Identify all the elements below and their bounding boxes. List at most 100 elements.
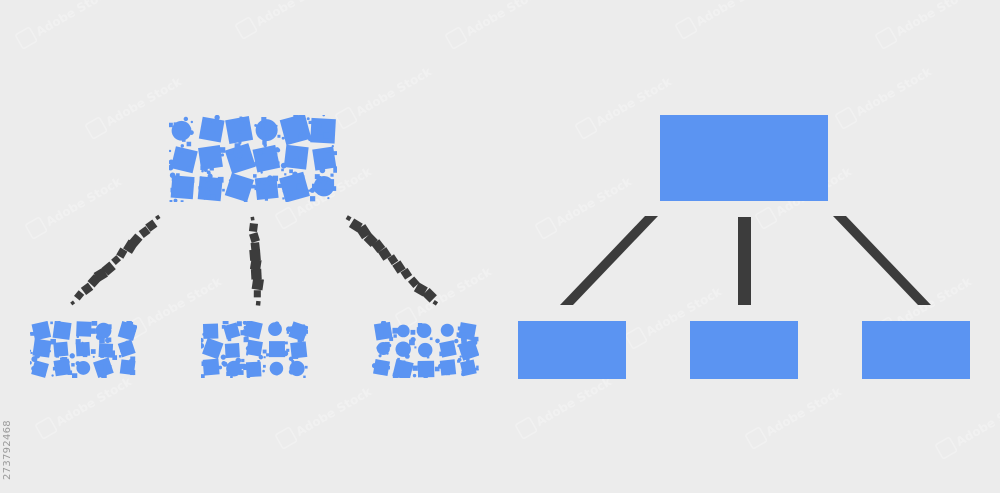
mosaic-dot xyxy=(227,337,232,342)
mosaic-square xyxy=(223,322,241,340)
mosaic-dot xyxy=(226,371,231,377)
mosaic-dot xyxy=(209,120,212,123)
mosaic-dot xyxy=(112,355,118,360)
mosaic-dot xyxy=(239,116,244,122)
connector-segment xyxy=(116,247,128,259)
mosaic-dot xyxy=(325,152,331,158)
mosaic-dot xyxy=(392,327,399,334)
mosaic-dot xyxy=(230,375,233,378)
connector-segment xyxy=(249,232,260,243)
mosaic-dot xyxy=(202,118,207,124)
mosaic-circle xyxy=(418,342,433,358)
mosaic-dot xyxy=(297,337,303,343)
mosaic-dot xyxy=(291,348,295,351)
mosaic-dot xyxy=(257,181,261,184)
watermark-text: Adobe Stock xyxy=(764,384,845,439)
mosaic-dot xyxy=(287,157,291,160)
watermark-text: Adobe Stock xyxy=(294,384,375,439)
mosaic-dot xyxy=(473,336,479,342)
mosaic-dot xyxy=(310,196,316,202)
mosaic-dot xyxy=(321,124,326,129)
mosaic-dot xyxy=(303,375,306,378)
mosaic-dot xyxy=(38,349,43,354)
mosaic-dot xyxy=(417,362,423,368)
mosaic-dot xyxy=(234,160,241,166)
mosaic-dot xyxy=(287,190,293,195)
mosaic-dot xyxy=(292,353,299,359)
mosaic-dot xyxy=(416,327,423,333)
mosaic-dot xyxy=(254,123,258,127)
watermark-mark xyxy=(85,117,108,139)
flat-root-node xyxy=(660,115,828,201)
mosaic-dot xyxy=(173,122,177,126)
mosaic-dot xyxy=(457,326,462,331)
mosaic-dot xyxy=(238,370,244,375)
mosaic-dot xyxy=(297,147,301,152)
mosaic-dot xyxy=(204,182,211,189)
mosaic-dot xyxy=(274,321,280,327)
watermark-mark xyxy=(335,107,358,129)
mosaic-dot xyxy=(273,184,277,188)
mosaic-dot xyxy=(457,344,460,347)
mosaic-dot xyxy=(392,372,399,378)
mosaic-dot xyxy=(180,144,184,148)
adobe-stock-logo: Adobe Stock xyxy=(515,374,615,439)
mosaic-dot xyxy=(169,200,173,202)
mosaic-dot xyxy=(232,156,236,160)
mosaic-dot xyxy=(243,325,248,330)
watermark-text: Adobe Stock xyxy=(34,0,115,39)
mosaic-dot xyxy=(126,321,132,325)
mosaic-dot xyxy=(69,353,75,359)
mosaic-dot xyxy=(272,175,279,182)
mosaic-dot xyxy=(272,153,278,159)
mosaic-dot xyxy=(274,163,278,167)
mosaic-dot xyxy=(120,350,123,353)
mosaic-dot xyxy=(331,144,334,148)
mosaic-dot xyxy=(472,366,475,369)
mosaic-dot xyxy=(261,117,267,123)
mosaic-dot xyxy=(125,360,131,366)
mosaic-dot xyxy=(443,343,449,350)
mosaic-square xyxy=(243,321,263,340)
mosaic-square xyxy=(268,341,285,358)
mosaic-dot xyxy=(304,332,307,335)
flat-connector-right xyxy=(833,216,931,305)
mosaic-dot xyxy=(386,352,389,355)
mosaic-dot xyxy=(173,198,178,202)
watermark-text: Adobe Stock xyxy=(954,394,1000,449)
watermark-mark xyxy=(625,327,648,349)
watermark-mark xyxy=(535,217,558,239)
mosaic-dot xyxy=(257,130,263,136)
mosaic-dot xyxy=(275,371,279,376)
mosaic-dot xyxy=(218,124,222,127)
flat-connector-center xyxy=(738,217,751,305)
mosaic-dot xyxy=(263,364,266,368)
adobe-stock-logo: Adobe Stock xyxy=(275,384,375,449)
mosaic-dot xyxy=(330,173,334,177)
mosaic-dot xyxy=(273,366,278,372)
mosaic-dot xyxy=(55,354,59,358)
mosaic-dot xyxy=(201,374,205,378)
watermark-mark xyxy=(745,427,768,449)
mosaic-dot xyxy=(396,349,402,355)
mosaic-dot xyxy=(98,364,104,371)
connector-segment xyxy=(250,268,262,280)
mosaic-dot xyxy=(201,342,205,349)
mosaic-dot xyxy=(214,115,220,121)
mosaic-circle xyxy=(171,120,192,141)
mosaic-dot xyxy=(317,128,324,135)
mosaic-dot xyxy=(251,184,255,189)
mosaic-dot xyxy=(305,330,308,334)
mosaic-dot xyxy=(254,161,259,166)
mosaic-dot xyxy=(384,333,390,338)
mosaic-dot xyxy=(296,326,301,331)
mosaic-dot xyxy=(254,366,258,369)
connector-segment xyxy=(123,239,138,254)
mosaic-dot xyxy=(30,351,33,354)
connector-segment xyxy=(250,242,261,252)
mosaic-dot xyxy=(277,184,282,188)
mosaic-dot xyxy=(446,348,450,352)
connector-segment xyxy=(253,290,261,298)
connector-segment xyxy=(138,226,151,239)
mosaic-dot xyxy=(50,338,56,345)
